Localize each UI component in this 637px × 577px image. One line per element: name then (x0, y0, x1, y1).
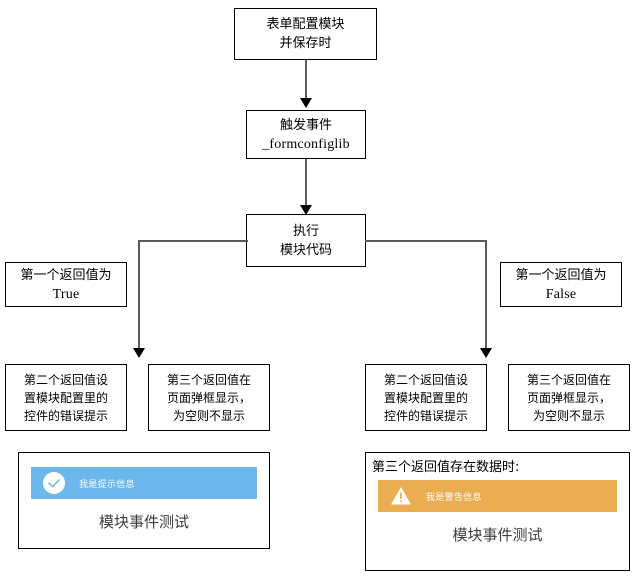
node-form-config-save[interactable]: 表单配置模块 并保存时 (234, 8, 377, 60)
node-false-third-line3: 为空则不显示 (532, 408, 605, 423)
panel-info-preview: 我是提示信息 模块事件测试 (18, 452, 270, 549)
node-trigger-line2: _formconfiglib (262, 136, 350, 152)
node-true-line2: True (52, 286, 80, 302)
node-false-second-line2: 置模块配置里的 (383, 390, 468, 405)
node-trigger-line1: 触发事件 (279, 117, 332, 133)
alert-info[interactable]: 我是提示信息 (31, 467, 257, 499)
panel-warning-title: 第三个返回值存在数据时: (372, 460, 520, 475)
node-false-second-line3: 控件的错误提示 (383, 408, 468, 423)
node-true-third-line2: 页面弹框显示， (166, 390, 251, 405)
node-execute-module-code[interactable]: 执行 模块代码 (246, 214, 366, 267)
arrowhead-right-branch (480, 348, 492, 358)
node-false-second-return[interactable]: 第二个返回值设 置模块配置里的 控件的错误提示 (365, 364, 487, 431)
node-start-line1: 表单配置模块 (266, 17, 345, 32)
connector-start-to-trigger (305, 60, 307, 100)
node-execute-line2: 模块代码 (279, 242, 332, 258)
node-false-third-return[interactable]: 第三个返回值在 页面弹框显示， 为空则不显示 (508, 364, 630, 431)
node-false-third-line1: 第三个返回值在 (526, 372, 611, 387)
node-true-second-return[interactable]: 第二个返回值设 置模块配置里的 控件的错误提示 (5, 364, 127, 431)
arrowhead-start-to-trigger (300, 98, 312, 108)
panel-info-body: 模块事件测试 (98, 513, 189, 531)
connector-execute-to-right-branch (365, 240, 487, 242)
node-execute-line1: 执行 (292, 223, 319, 239)
node-true-line1: 第一个返回值为 (20, 267, 112, 283)
node-true-second-line3: 控件的错误提示 (23, 408, 108, 423)
panel-warning-preview: 第三个返回值存在数据时: 我是警告信息 模块事件测试 (365, 452, 630, 571)
node-false-line2: False (545, 286, 577, 302)
connector-right-branch-drop (485, 240, 487, 350)
arrowhead-trigger-to-execute (300, 205, 312, 215)
alert-warning[interactable]: 我是警告信息 (378, 480, 617, 512)
node-false-second-line1: 第二个返回值设 (383, 372, 468, 387)
check-circle-icon (43, 472, 65, 494)
node-true-third-line3: 为空则不显示 (172, 408, 245, 423)
alert-warning-text: 我是警告信息 (426, 492, 482, 503)
node-true-second-line1: 第二个返回值设 (23, 372, 108, 387)
node-true-third-line1: 第三个返回值在 (166, 372, 251, 387)
node-true-third-return[interactable]: 第三个返回值在 页面弹框显示， 为空则不显示 (148, 364, 270, 431)
connector-left-branch-drop (138, 240, 140, 350)
node-first-return-false[interactable]: 第一个返回值为 False (500, 262, 622, 307)
connector-execute-to-left-branch (138, 240, 248, 242)
panel-warning-body: 模块事件测试 (452, 526, 543, 544)
node-start-line2: 并保存时 (279, 36, 332, 51)
arrowhead-left-branch (133, 348, 145, 358)
connector-trigger-to-execute (305, 159, 307, 207)
alert-info-text: 我是提示信息 (79, 479, 135, 490)
node-false-third-line2: 页面弹框显示， (526, 390, 611, 405)
node-trigger-event[interactable]: 触发事件 _formconfiglib (246, 110, 366, 159)
warning-triangle-icon (390, 485, 412, 507)
node-true-second-line2: 置模块配置里的 (23, 390, 108, 405)
node-false-line1: 第一个返回值为 (515, 267, 607, 283)
node-first-return-true[interactable]: 第一个返回值为 True (5, 262, 127, 307)
